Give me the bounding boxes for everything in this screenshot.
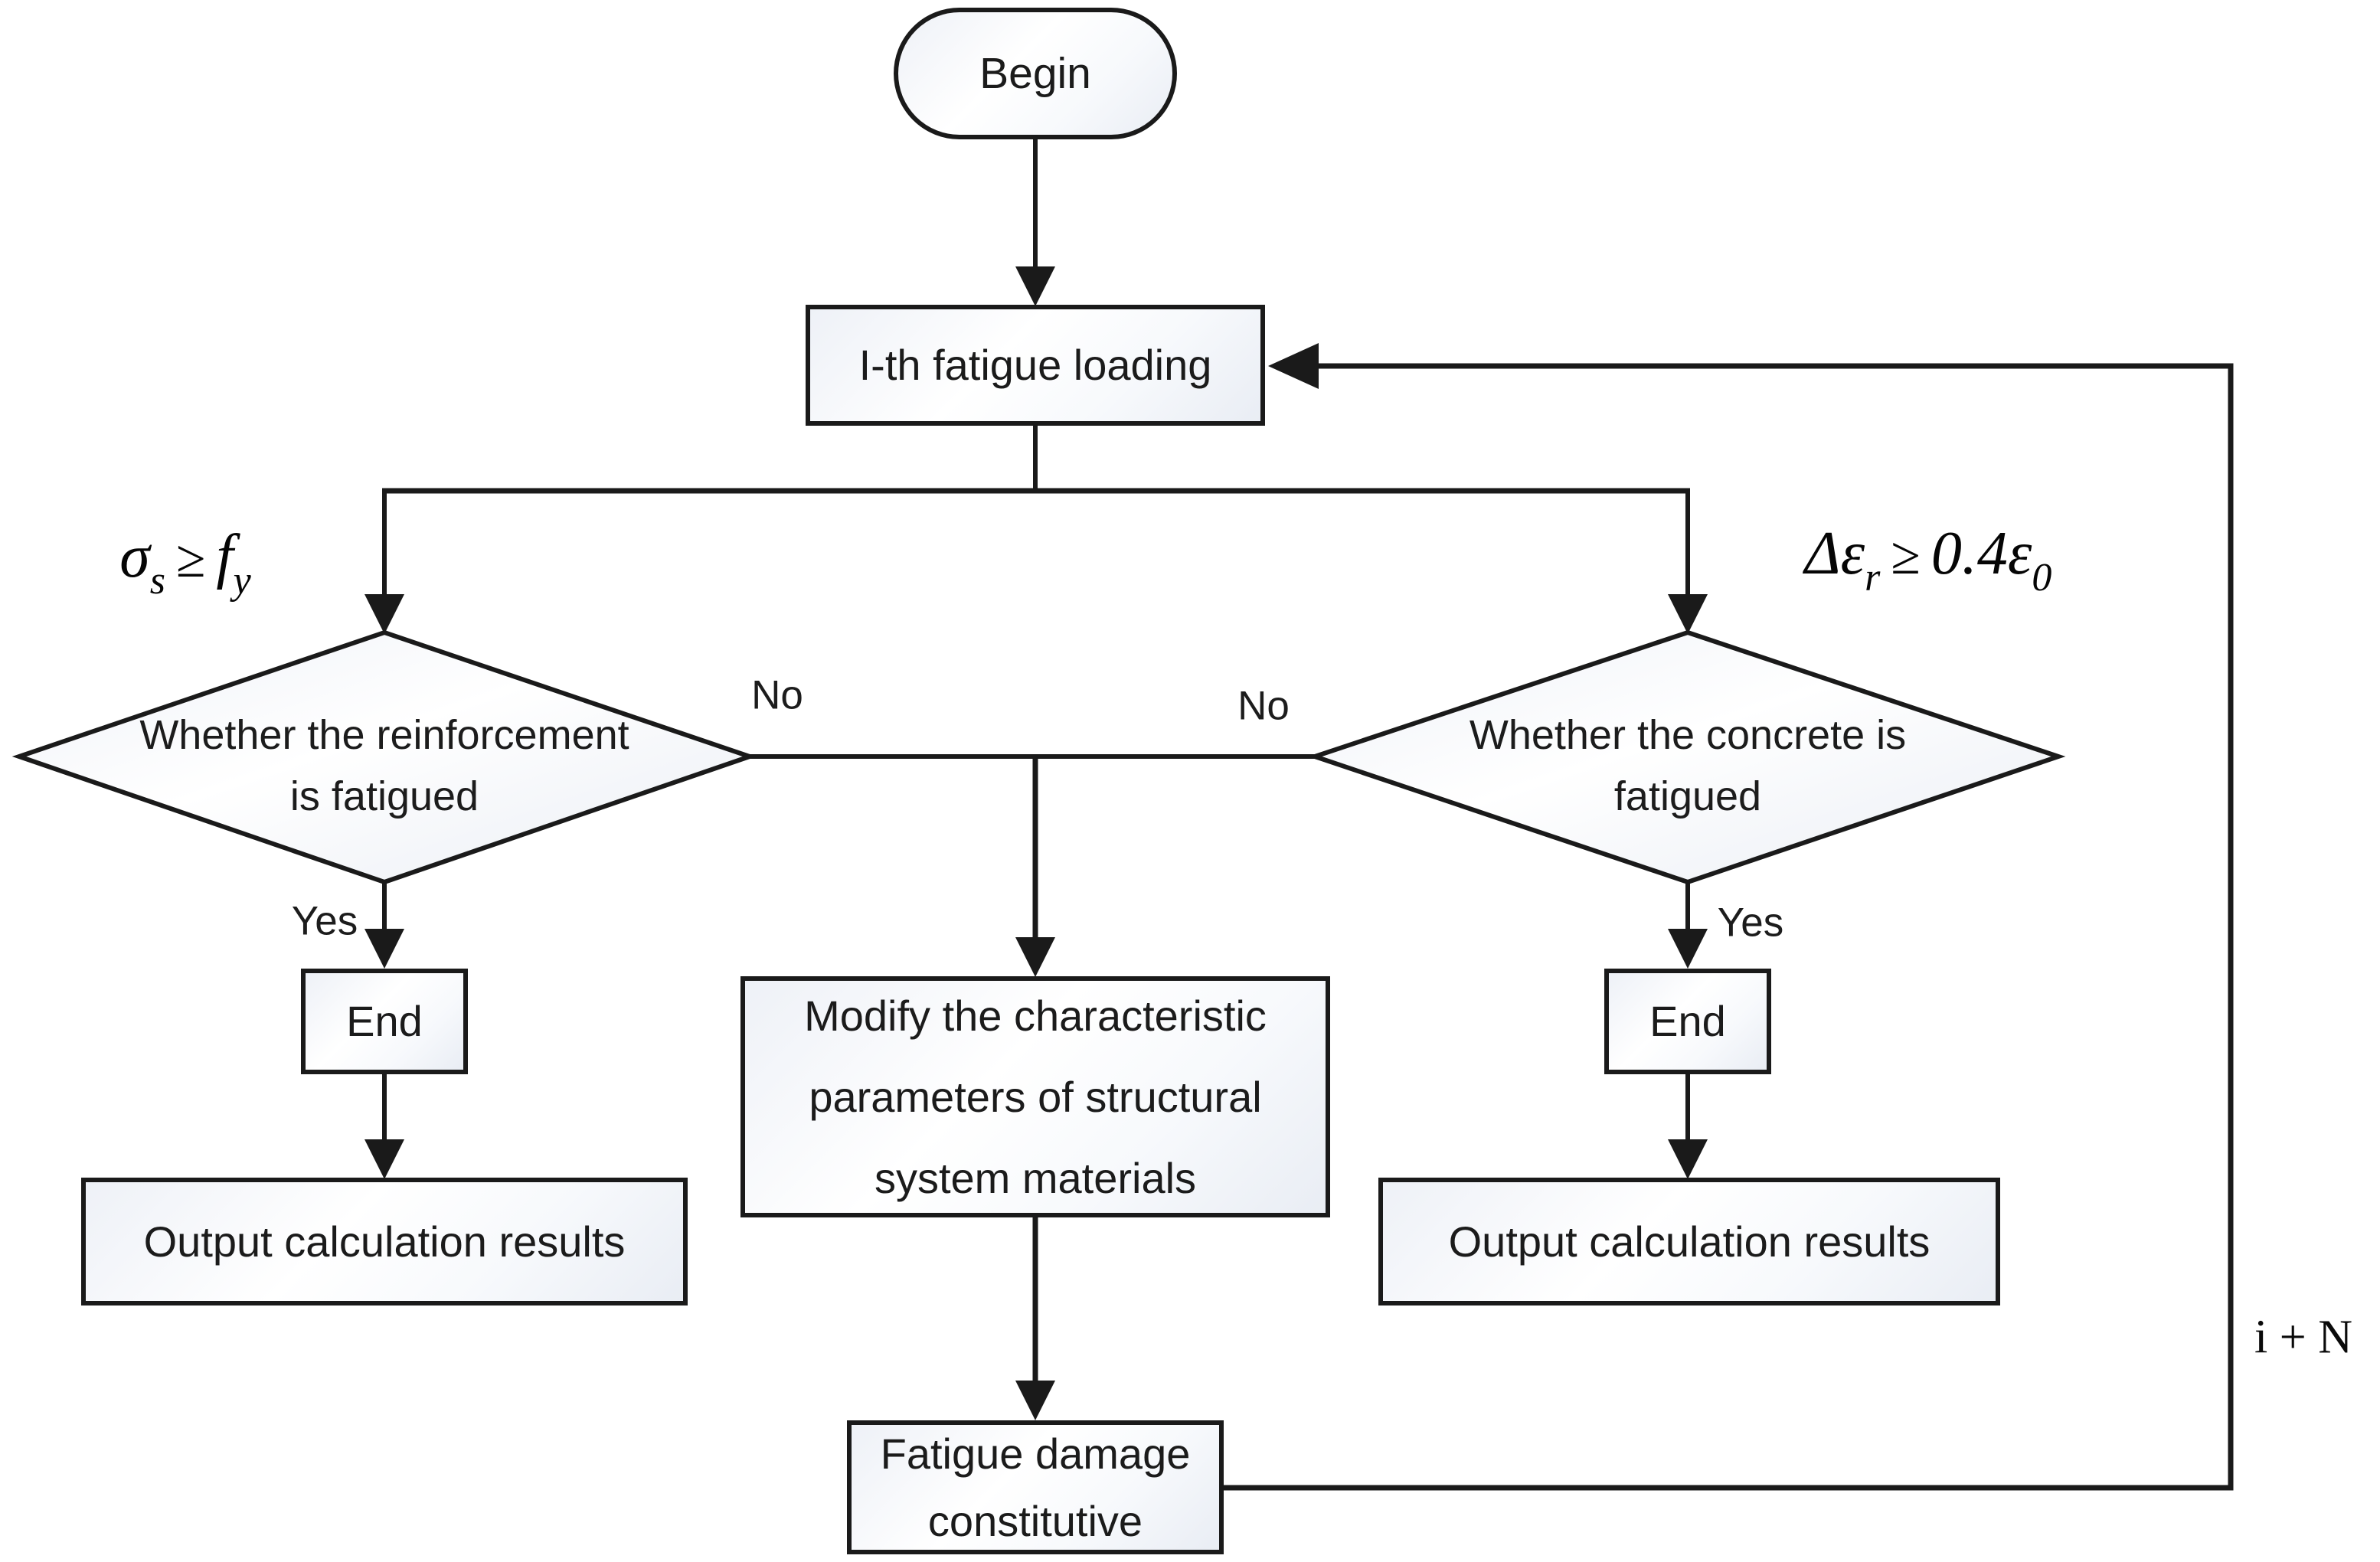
loop-increment-label: i + N bbox=[2254, 1311, 2352, 1364]
fatigue-damage-label: Fatigue damage constitutive bbox=[881, 1420, 1191, 1555]
output-right-label: Output calculation results bbox=[1448, 1217, 1930, 1266]
modify-line3: system materials bbox=[874, 1153, 1197, 1202]
end-left-label: End bbox=[346, 997, 423, 1046]
right-condition-formula: Δεr≥0.4ε0 bbox=[1805, 519, 2052, 600]
left-formula-base2: f bbox=[216, 523, 234, 590]
right-formula-sub1: r bbox=[1865, 556, 1881, 600]
concrete-decision-line1: Whether the concrete is bbox=[1469, 712, 1907, 758]
arrowhead-left-diamond bbox=[365, 594, 404, 634]
left-condition-formula: σs≥fy bbox=[119, 522, 250, 603]
begin-terminator: Begin bbox=[894, 8, 1177, 139]
concrete-decision-label: Whether the concrete is fatigued bbox=[1470, 704, 1906, 827]
begin-label: Begin bbox=[979, 48, 1091, 98]
output-box-right: Output calculation results bbox=[1378, 1178, 2000, 1305]
yes-label-left: Yes bbox=[291, 898, 358, 944]
no-label-left: No bbox=[751, 672, 803, 718]
yes-label-right: Yes bbox=[1717, 900, 1784, 946]
output-left-label: Output calculation results bbox=[143, 1217, 626, 1266]
left-formula-operator: ≥ bbox=[175, 530, 206, 589]
left-formula-base1: σ bbox=[119, 523, 150, 590]
left-formula-sub1: s bbox=[149, 559, 165, 603]
arrowhead-right-end bbox=[1668, 929, 1708, 969]
modify-parameters-label: Modify the characteristic parameters of … bbox=[804, 975, 1267, 1219]
concrete-decision-line2: fatigued bbox=[1613, 773, 1762, 819]
reinforcement-decision-label: Whether the reinforcement is fatigued bbox=[139, 704, 629, 827]
arrowhead-right-output bbox=[1668, 1139, 1708, 1179]
right-formula-operator: ≥ bbox=[1891, 527, 1921, 586]
arrowhead-begin-to-loading bbox=[1015, 266, 1055, 306]
right-formula-base2: 0.4ε bbox=[1930, 520, 2032, 587]
modify-parameters-box: Modify the characteristic parameters of … bbox=[740, 976, 1330, 1217]
output-box-left: Output calculation results bbox=[81, 1178, 688, 1305]
end-right-label: End bbox=[1649, 997, 1726, 1046]
arrowhead-left-end bbox=[365, 929, 404, 969]
fatigue-loading-box: I-th fatigue loading bbox=[806, 305, 1265, 426]
edge-feedback-loop bbox=[1224, 363, 2234, 1491]
arrowhead-right-diamond bbox=[1668, 594, 1708, 634]
no-label-right: No bbox=[1237, 683, 1290, 729]
right-formula-sub2: 0 bbox=[2032, 556, 2052, 600]
fatigue-damage-line1: Fatigue damage bbox=[880, 1429, 1191, 1478]
modify-line2: parameters of structural bbox=[809, 1072, 1262, 1121]
left-formula-sub2: y bbox=[233, 559, 251, 603]
fatigue-damage-line2: constitutive bbox=[927, 1496, 1143, 1545]
fatigue-loading-label: I-th fatigue loading bbox=[858, 341, 1212, 390]
fatigue-damage-box: Fatigue damage constitutive bbox=[847, 1420, 1224, 1554]
reinforcement-decision-line1: Whether the reinforcement bbox=[139, 712, 629, 758]
arrowhead-fatigue bbox=[1015, 1381, 1055, 1420]
arrowhead-feedback-to-loading bbox=[1268, 343, 1319, 389]
right-formula-base1: Δε bbox=[1804, 520, 1865, 587]
modify-line1: Modify the characteristic bbox=[804, 991, 1267, 1040]
reinforcement-decision-line2: is fatigued bbox=[289, 773, 479, 819]
end-box-left: End bbox=[301, 969, 468, 1074]
arrowhead-modify bbox=[1015, 937, 1055, 977]
end-box-right: End bbox=[1604, 969, 1771, 1074]
arrowhead-left-output bbox=[365, 1139, 404, 1179]
